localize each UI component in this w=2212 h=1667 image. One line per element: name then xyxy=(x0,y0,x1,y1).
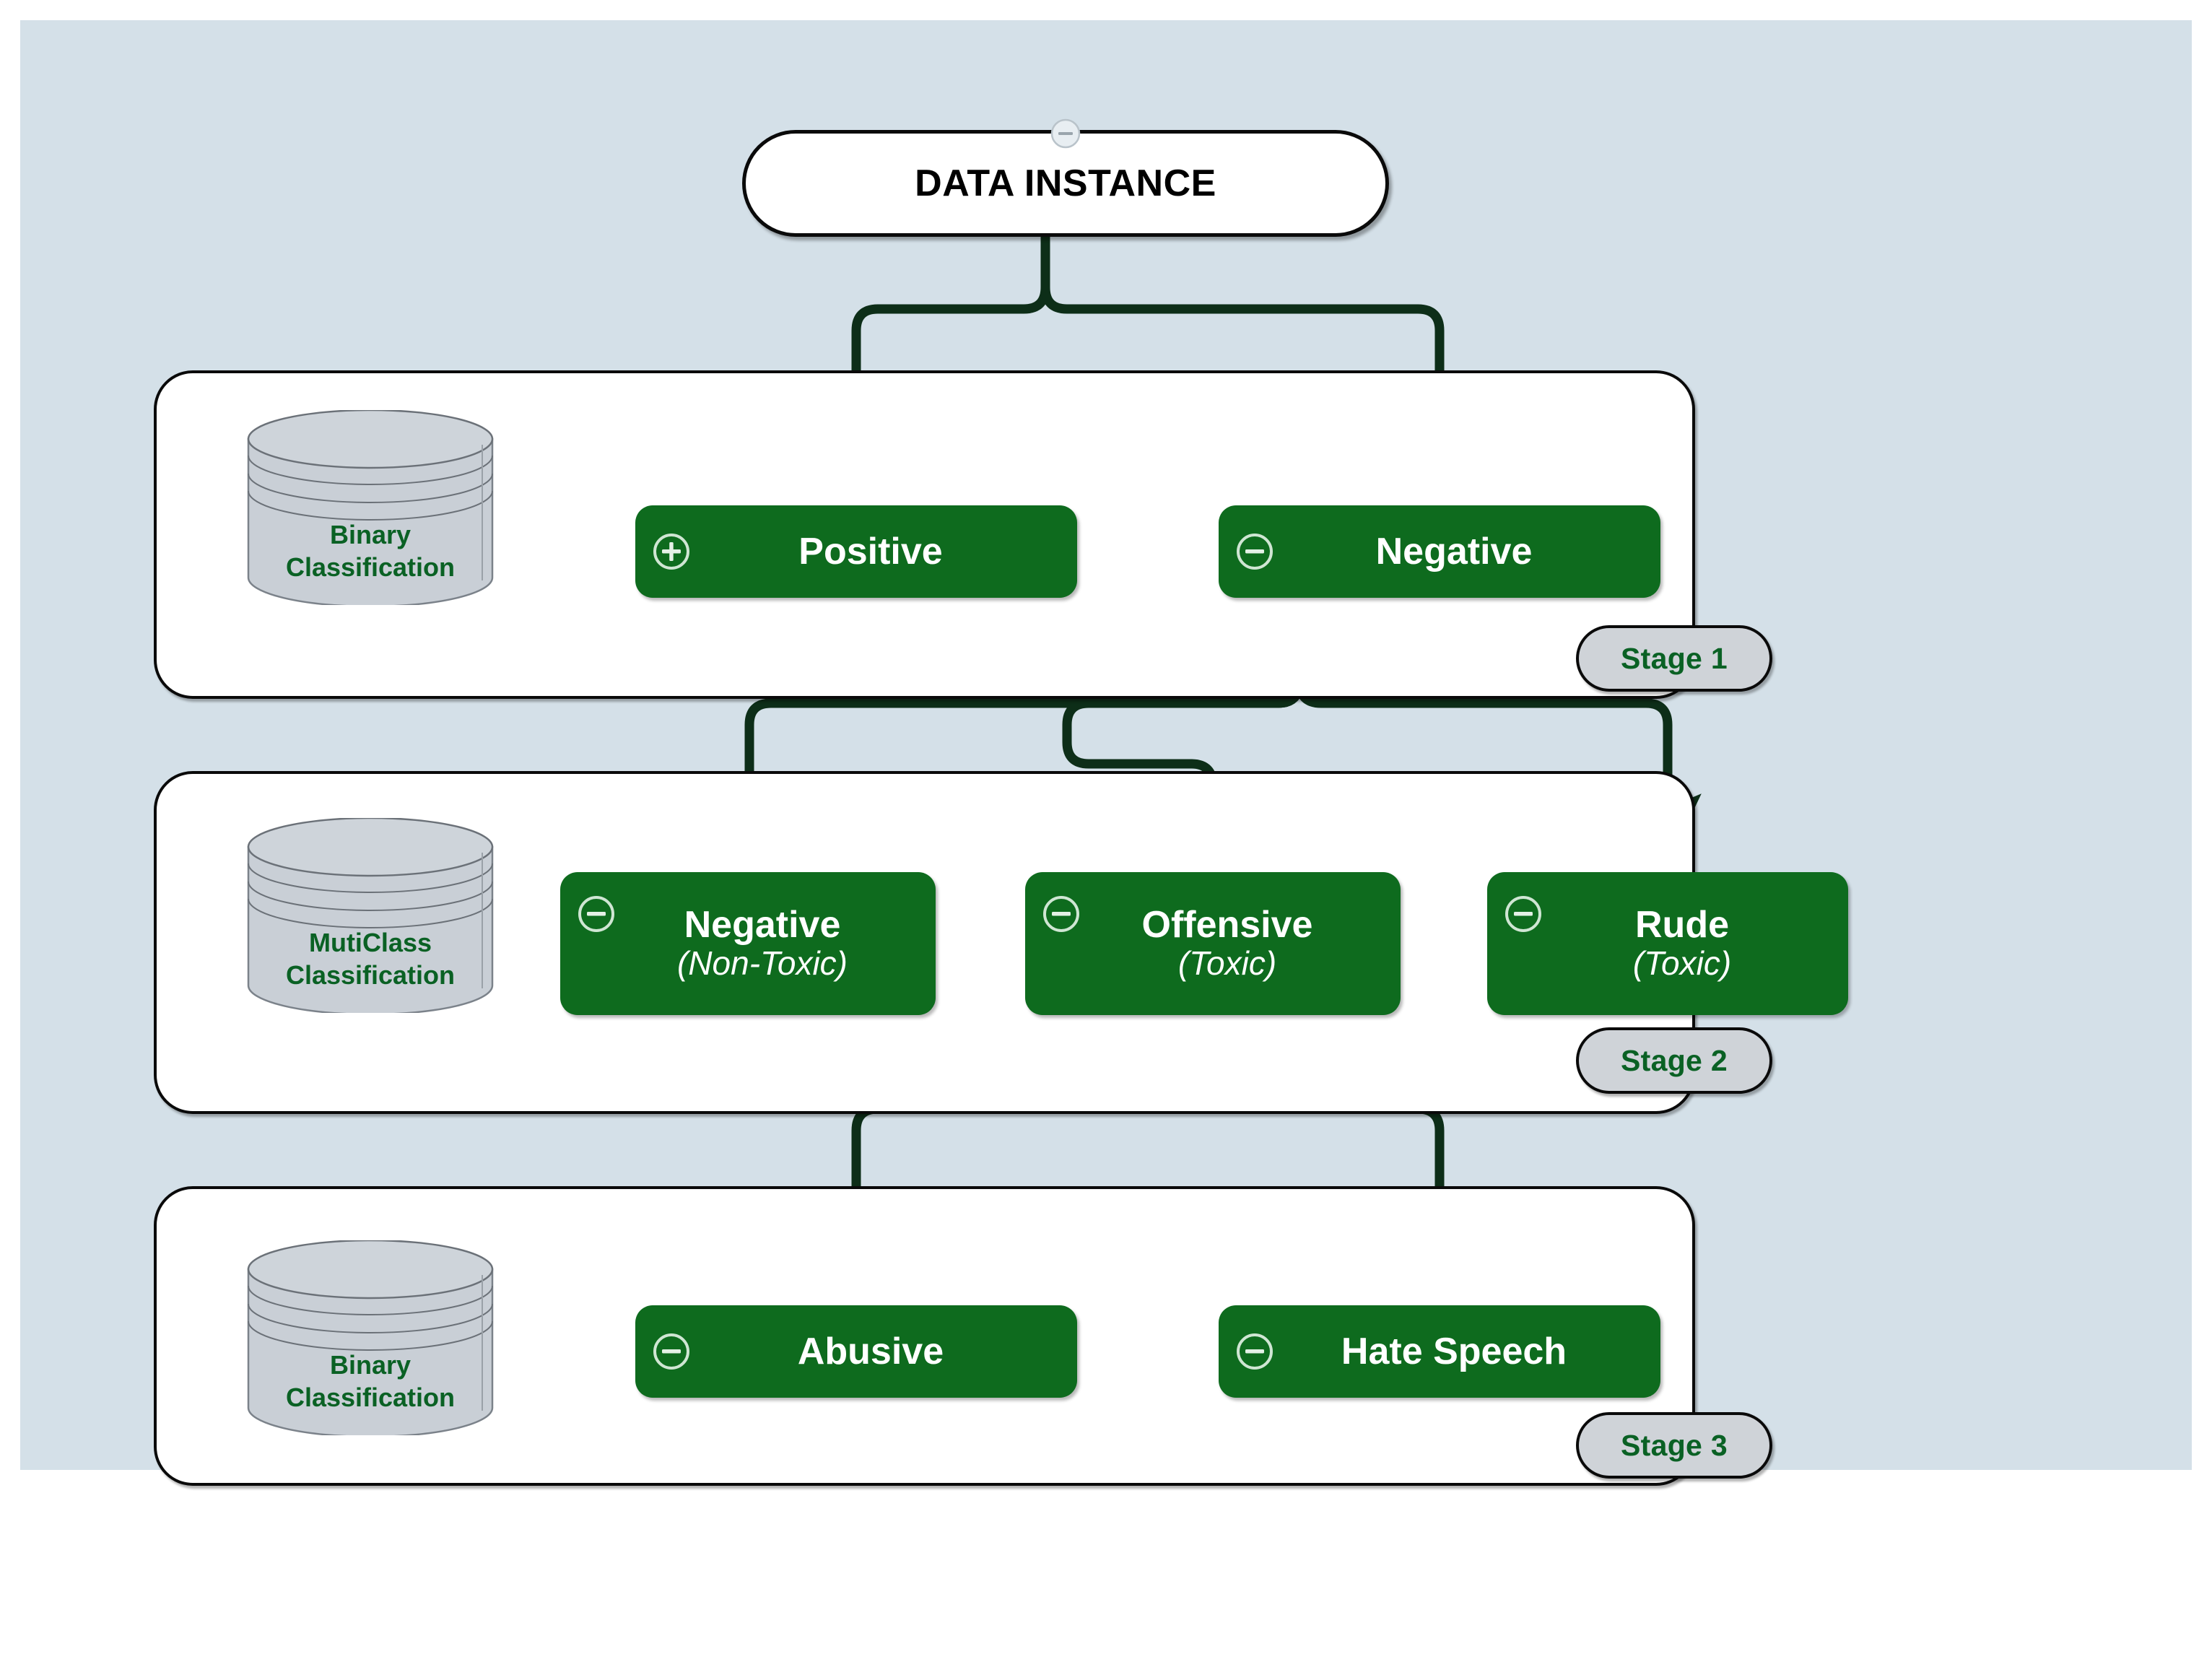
circle-minus-icon xyxy=(653,1333,689,1370)
node-abusive-label: Abusive xyxy=(797,1330,944,1372)
stage-2-classifier-cylinder: MutiClass Classification xyxy=(244,817,497,1016)
node-rude[interactable]: Rude (Toxic) xyxy=(1487,872,1848,1015)
circle-minus-icon xyxy=(1043,896,1079,932)
node-rude-label: Rude xyxy=(1635,904,1729,946)
node-abusive[interactable]: Abusive xyxy=(635,1305,1077,1398)
data-instance-label: DATA INSTANCE xyxy=(915,162,1216,204)
circle-minus-icon xyxy=(1237,534,1273,570)
circle-minus-icon xyxy=(1237,1333,1273,1370)
node-hate-speech[interactable]: Hate Speech xyxy=(1219,1305,1660,1398)
stage-1-classifier-cylinder: Binary Classification xyxy=(244,409,497,608)
node-negative-non-toxic[interactable]: Negative (Non-Toxic) xyxy=(560,872,936,1015)
circle-minus-icon xyxy=(578,896,614,932)
diagram-canvas: Binary Classification MutiClass Classifi… xyxy=(20,20,2192,1486)
node-offensive[interactable]: Offensive (Toxic) xyxy=(1025,872,1401,1015)
node-positive-label: Positive xyxy=(798,530,943,573)
circle-minus-icon xyxy=(1050,118,1081,149)
database-cylinder-icon xyxy=(247,817,494,1016)
stage-3-classifier-cylinder: Binary Classification xyxy=(244,1239,497,1438)
stage-1-badge: Stage 1 xyxy=(1576,625,1772,692)
node-negative-non-toxic-label: Negative xyxy=(684,904,841,946)
database-cylinder-icon xyxy=(247,1239,494,1438)
node-negative-label: Negative xyxy=(1375,530,1533,573)
data-instance-node[interactable]: DATA INSTANCE xyxy=(742,118,1389,237)
circle-plus-icon xyxy=(653,534,689,570)
circle-minus-icon xyxy=(1505,896,1541,932)
node-hate-speech-label: Hate Speech xyxy=(1341,1330,1567,1372)
node-positive[interactable]: Positive xyxy=(635,505,1077,598)
stage-3-badge: Stage 3 xyxy=(1576,1412,1772,1479)
node-negative-stage1[interactable]: Negative xyxy=(1219,505,1660,598)
node-offensive-label: Offensive xyxy=(1141,904,1313,946)
node-negative-non-toxic-sublabel: (Non-Toxic) xyxy=(676,944,848,982)
stage-2-badge: Stage 2 xyxy=(1576,1027,1772,1094)
node-offensive-sublabel: (Toxic) xyxy=(1177,944,1277,982)
database-cylinder-icon xyxy=(247,409,494,608)
node-rude-sublabel: (Toxic) xyxy=(1632,944,1732,982)
